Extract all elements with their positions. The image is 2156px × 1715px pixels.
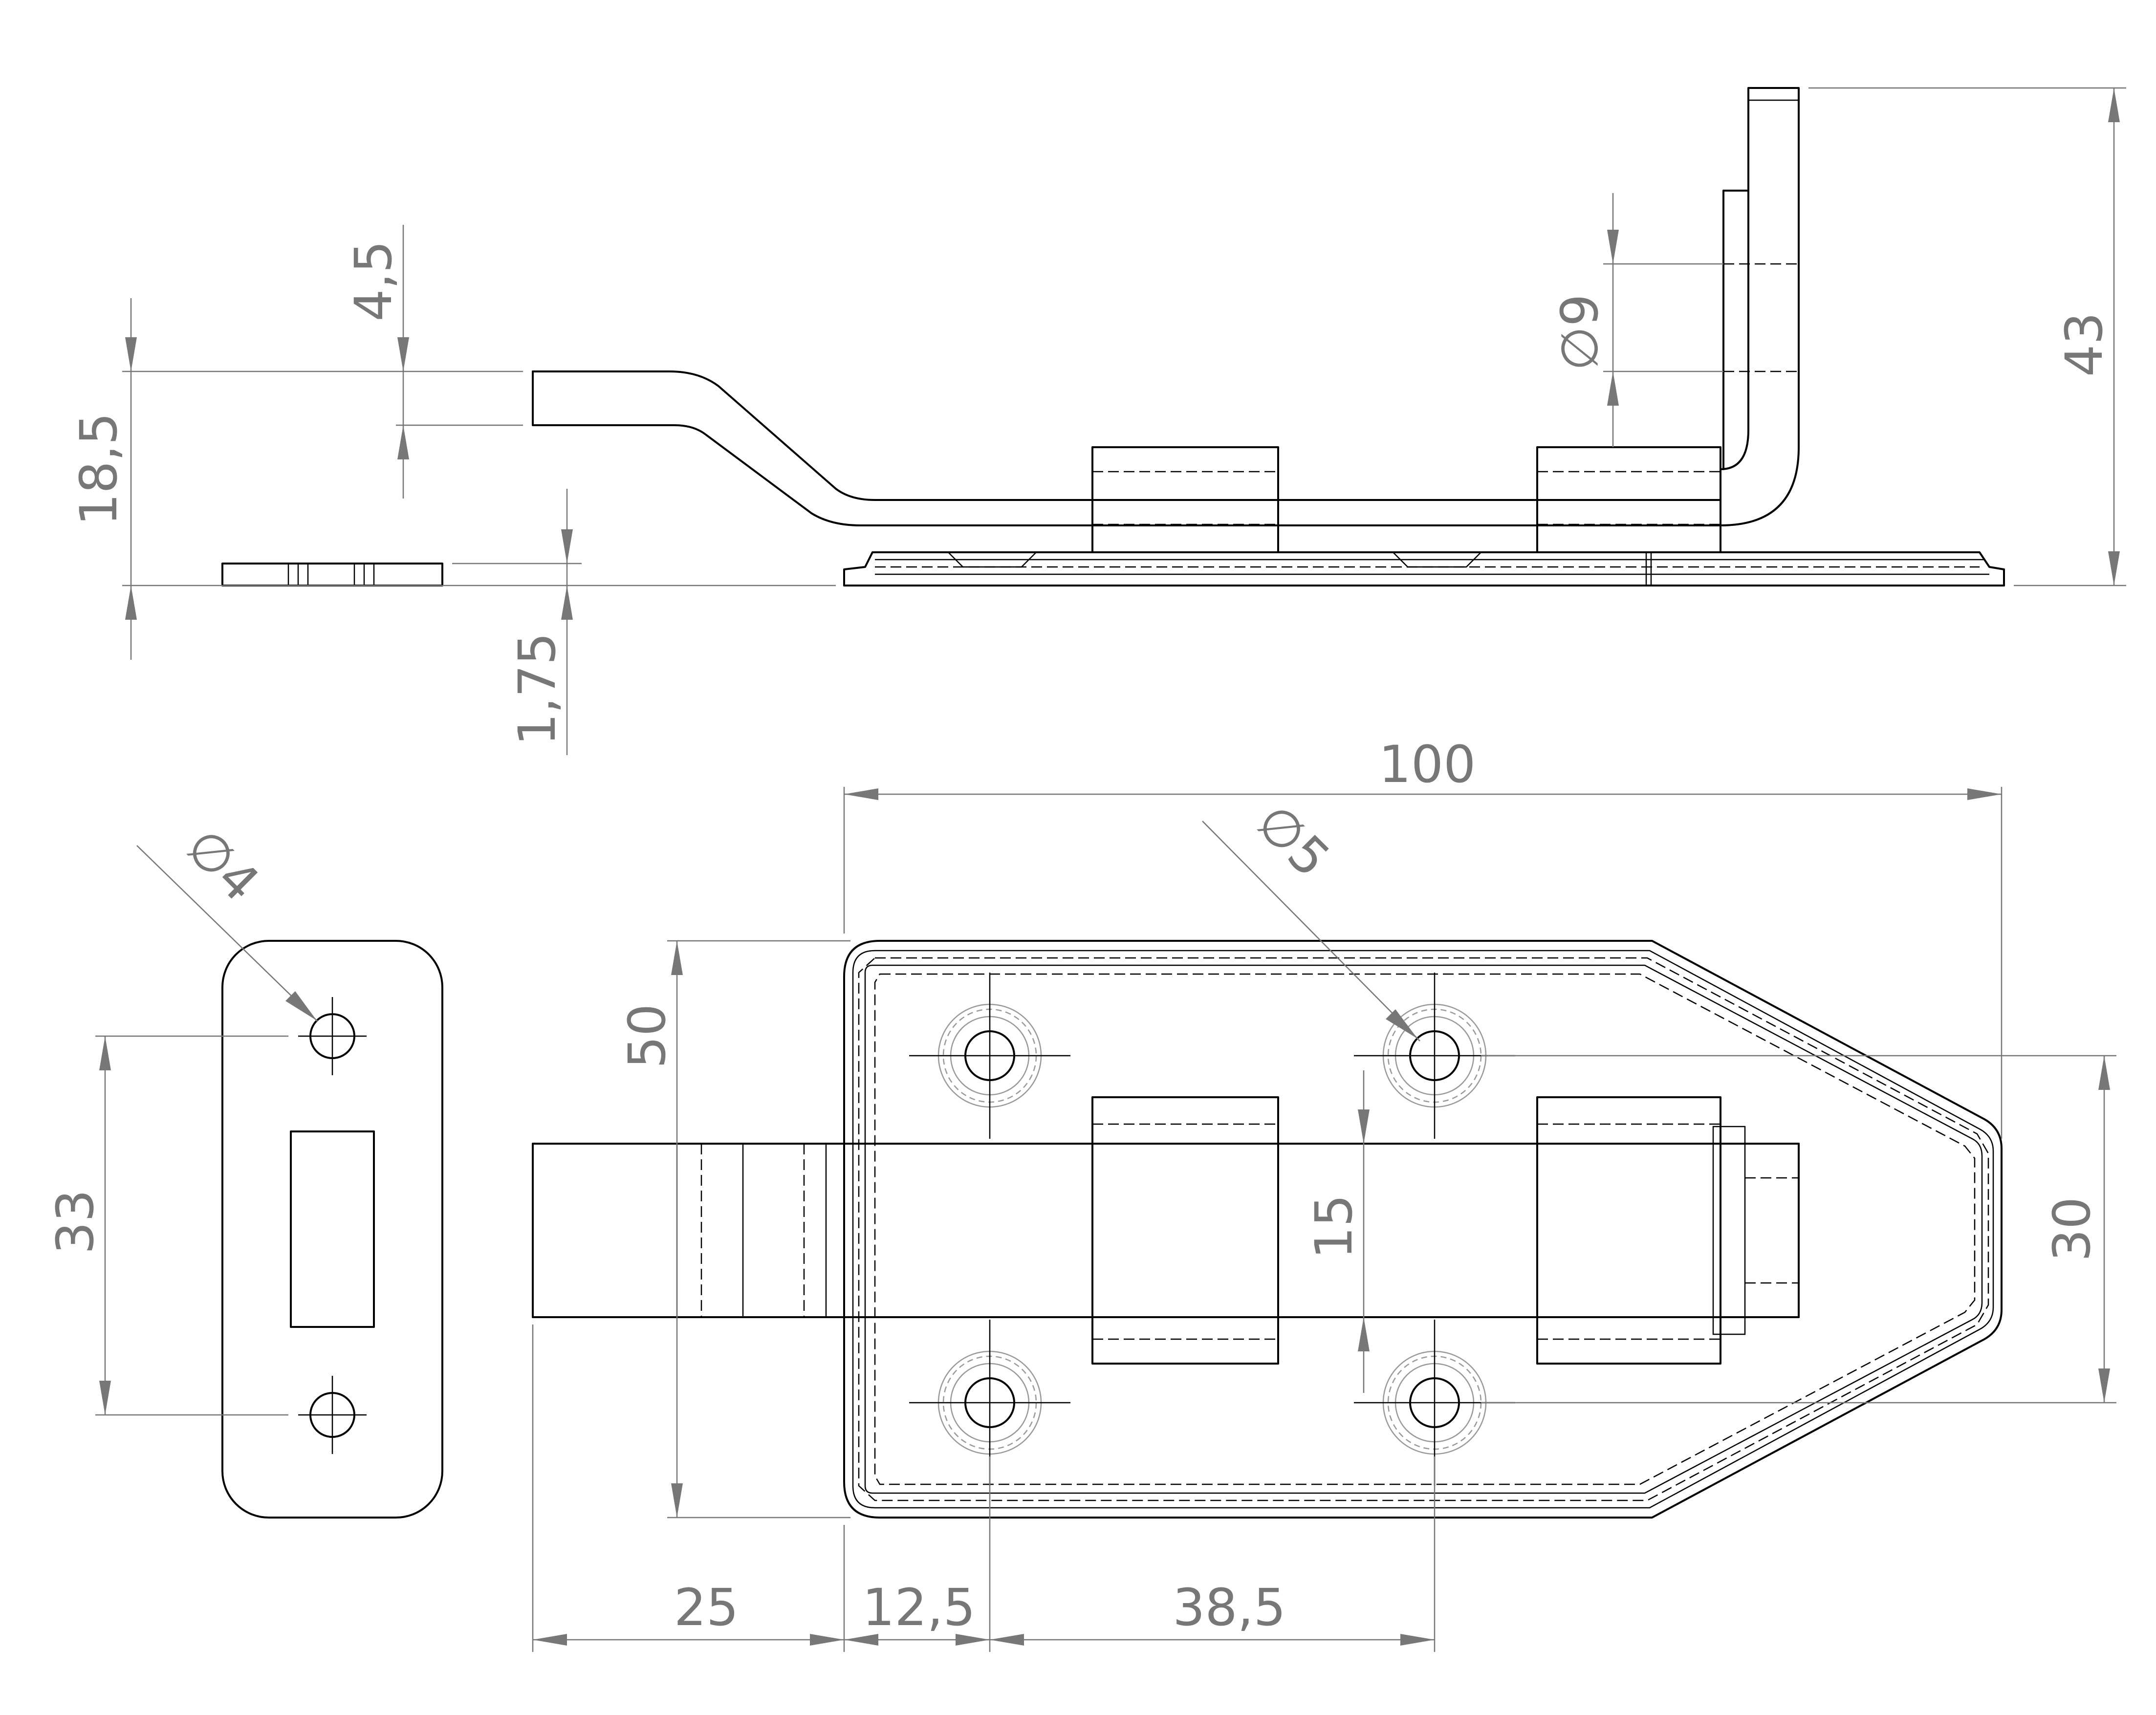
strike-plate-side xyxy=(221,563,443,586)
dim-25: 25 xyxy=(674,1578,739,1637)
diameter-symbol: ∅ xyxy=(1550,326,1610,371)
dim-dia4: ∅4 xyxy=(174,817,271,913)
bolt-top-view xyxy=(532,940,2003,1519)
dim-18-5: 18,5 xyxy=(69,412,129,526)
dim-12-5: 12,5 xyxy=(862,1578,976,1637)
dimension-labels: 18,5 4,5 1,75 ∅9 43 100 ∅5 ∅4 50 33 15 3… xyxy=(45,240,2114,1637)
base-plate-side xyxy=(843,551,2005,586)
dim-dia5: ∅5 xyxy=(1245,792,1341,889)
dim-43: 43 xyxy=(2054,312,2114,377)
dimension-lines xyxy=(95,87,2126,1652)
dim-38-5: 38,5 xyxy=(1173,1578,1286,1637)
dim-1-75: 1,75 xyxy=(507,632,567,746)
guide-clamps-side xyxy=(1091,446,1721,553)
dim-15: 15 xyxy=(1304,1194,1364,1259)
side-view xyxy=(221,87,2005,586)
dim-30: 30 xyxy=(2042,1197,2102,1261)
dim-4-5: 4,5 xyxy=(344,240,403,321)
mounting-hole-tl xyxy=(909,973,1070,1139)
dim-dia9-value: 9 xyxy=(1550,294,1610,326)
strike-plate-front xyxy=(221,940,443,1519)
dim-50: 50 xyxy=(617,1004,677,1068)
dim-100: 100 xyxy=(1379,735,1476,794)
dim-dia9: ∅9 xyxy=(1550,294,1610,371)
dim-33: 33 xyxy=(45,1190,105,1254)
bolt-side xyxy=(532,87,1800,526)
